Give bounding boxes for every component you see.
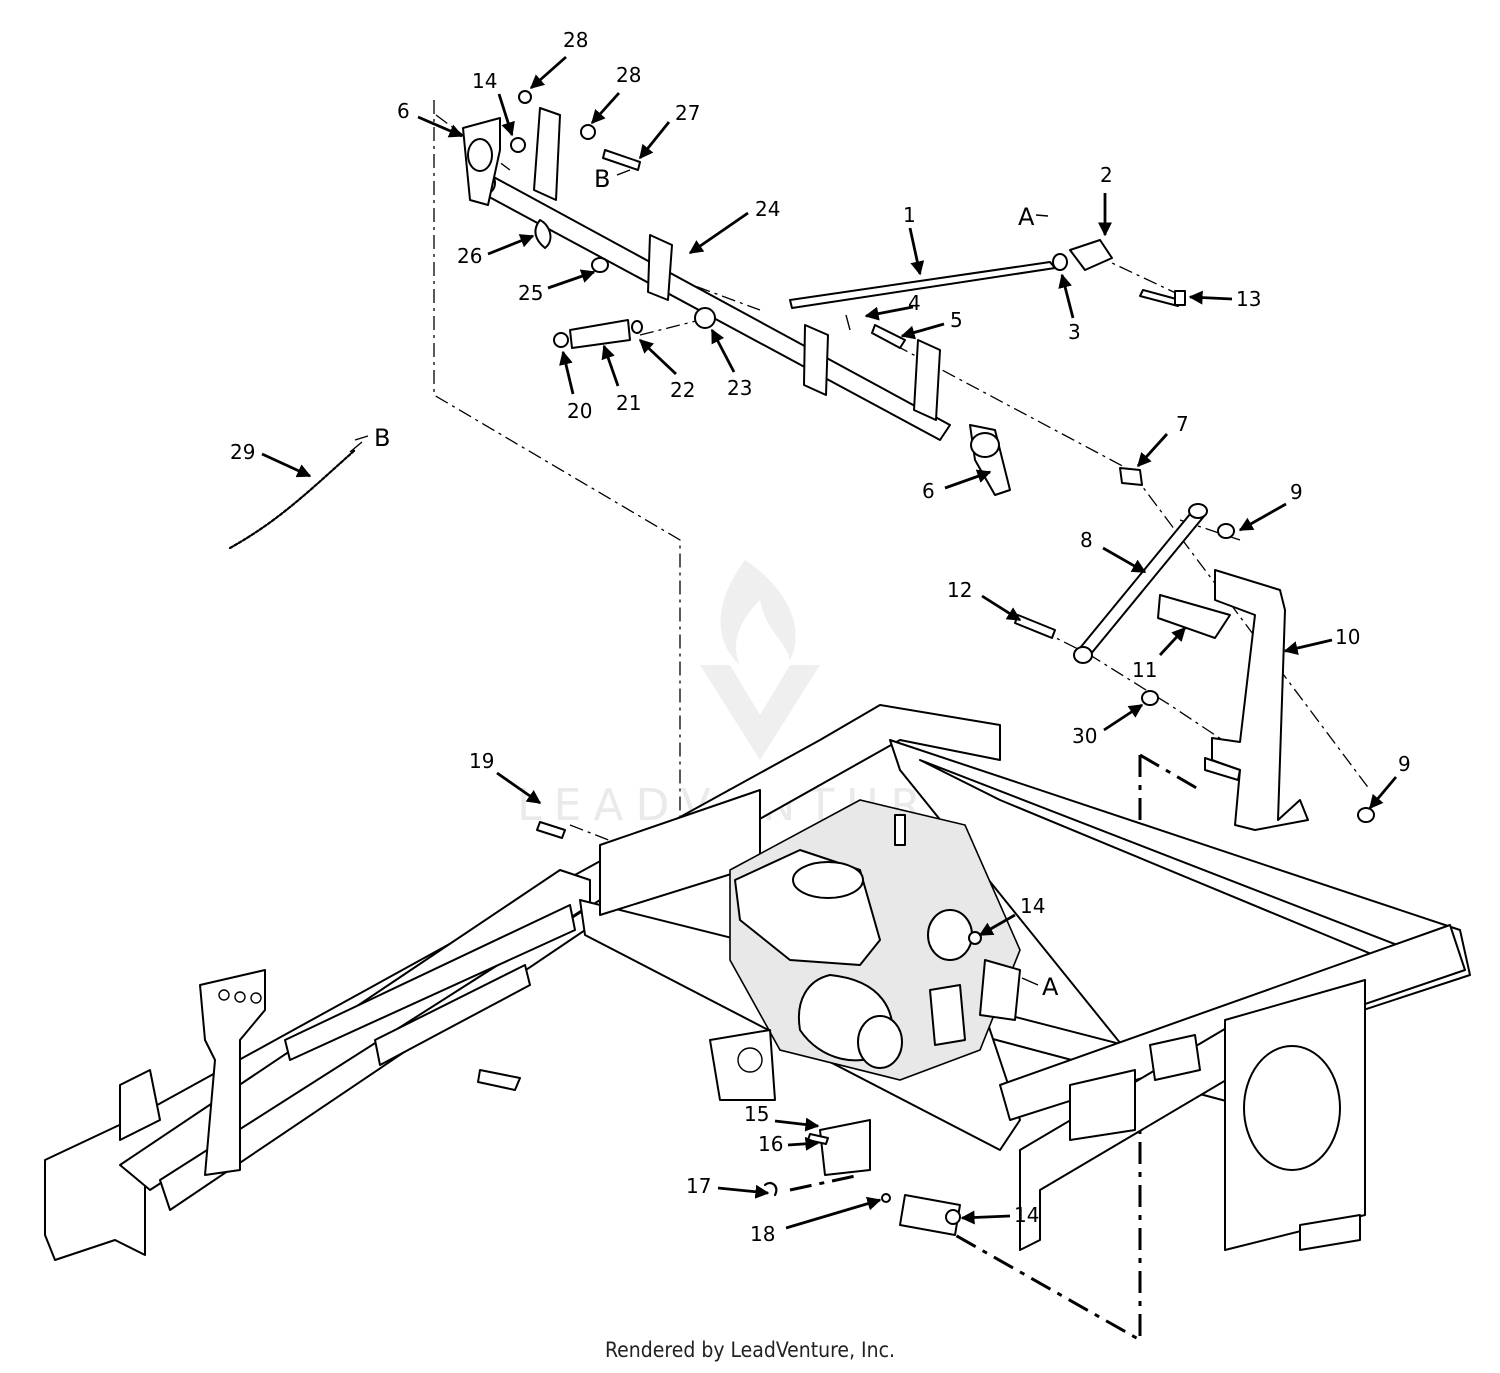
ref-letter-b-spring: B [374, 424, 390, 452]
callout-17: 17 [686, 1174, 711, 1198]
callout-2: 2 [1100, 163, 1113, 187]
callout-14-top: 14 [472, 69, 497, 93]
callout-4: 4 [908, 291, 921, 315]
callout-28-a: 28 [563, 28, 588, 52]
callout-20: 20 [567, 399, 592, 423]
callout-9-top: 9 [1290, 480, 1303, 504]
callout-29: 29 [230, 440, 255, 464]
callout-14-mid: 14 [1020, 894, 1045, 918]
callout-8: 8 [1080, 528, 1093, 552]
extension-spring-29 [228, 441, 363, 550]
callout-5: 5 [950, 308, 963, 332]
callout-arrows [261, 55, 1398, 1230]
frame-fasteners [536, 821, 982, 1225]
callout-24: 24 [755, 197, 780, 221]
callout-19: 19 [469, 749, 494, 773]
callout-22: 22 [670, 378, 695, 402]
callout-labels: 1 2 3 4 5 6 6 7 8 9 9 10 11 12 13 14 14 … [230, 28, 1411, 1246]
reference-letters: A A B B [374, 165, 1059, 1001]
callout-7: 7 [1176, 412, 1189, 436]
transmission-with-fan [709, 799, 1021, 1101]
callout-14-low: 14 [1014, 1203, 1039, 1227]
control-linkage-assembly [1014, 467, 1375, 831]
callout-6-bottom: 6 [922, 479, 935, 503]
ref-letter-a-bottom: A [1042, 973, 1059, 1001]
callout-3: 3 [1068, 320, 1081, 344]
callout-10: 10 [1335, 625, 1360, 649]
callout-15: 15 [744, 1102, 769, 1126]
callout-1: 1 [903, 203, 916, 227]
render-credit: Rendered by LeadVenture, Inc. [605, 1338, 895, 1362]
callout-30: 30 [1072, 724, 1097, 748]
callout-28-b: 28 [616, 63, 641, 87]
callout-27: 27 [675, 101, 700, 125]
ref-letter-a-top: A [1018, 203, 1035, 231]
callout-13: 13 [1236, 287, 1261, 311]
callout-9-bottom: 9 [1398, 752, 1411, 776]
callout-11: 11 [1132, 658, 1157, 682]
callout-21: 21 [616, 391, 641, 415]
pivot-shaft-assembly [462, 90, 1186, 496]
callout-6-top: 6 [397, 99, 410, 123]
callout-25: 25 [518, 281, 543, 305]
callout-26: 26 [457, 244, 482, 268]
callout-12: 12 [947, 578, 972, 602]
callout-23: 23 [727, 376, 752, 400]
callout-18: 18 [750, 1222, 775, 1246]
callout-16: 16 [758, 1132, 783, 1156]
ref-letter-b-top: B [594, 165, 610, 193]
